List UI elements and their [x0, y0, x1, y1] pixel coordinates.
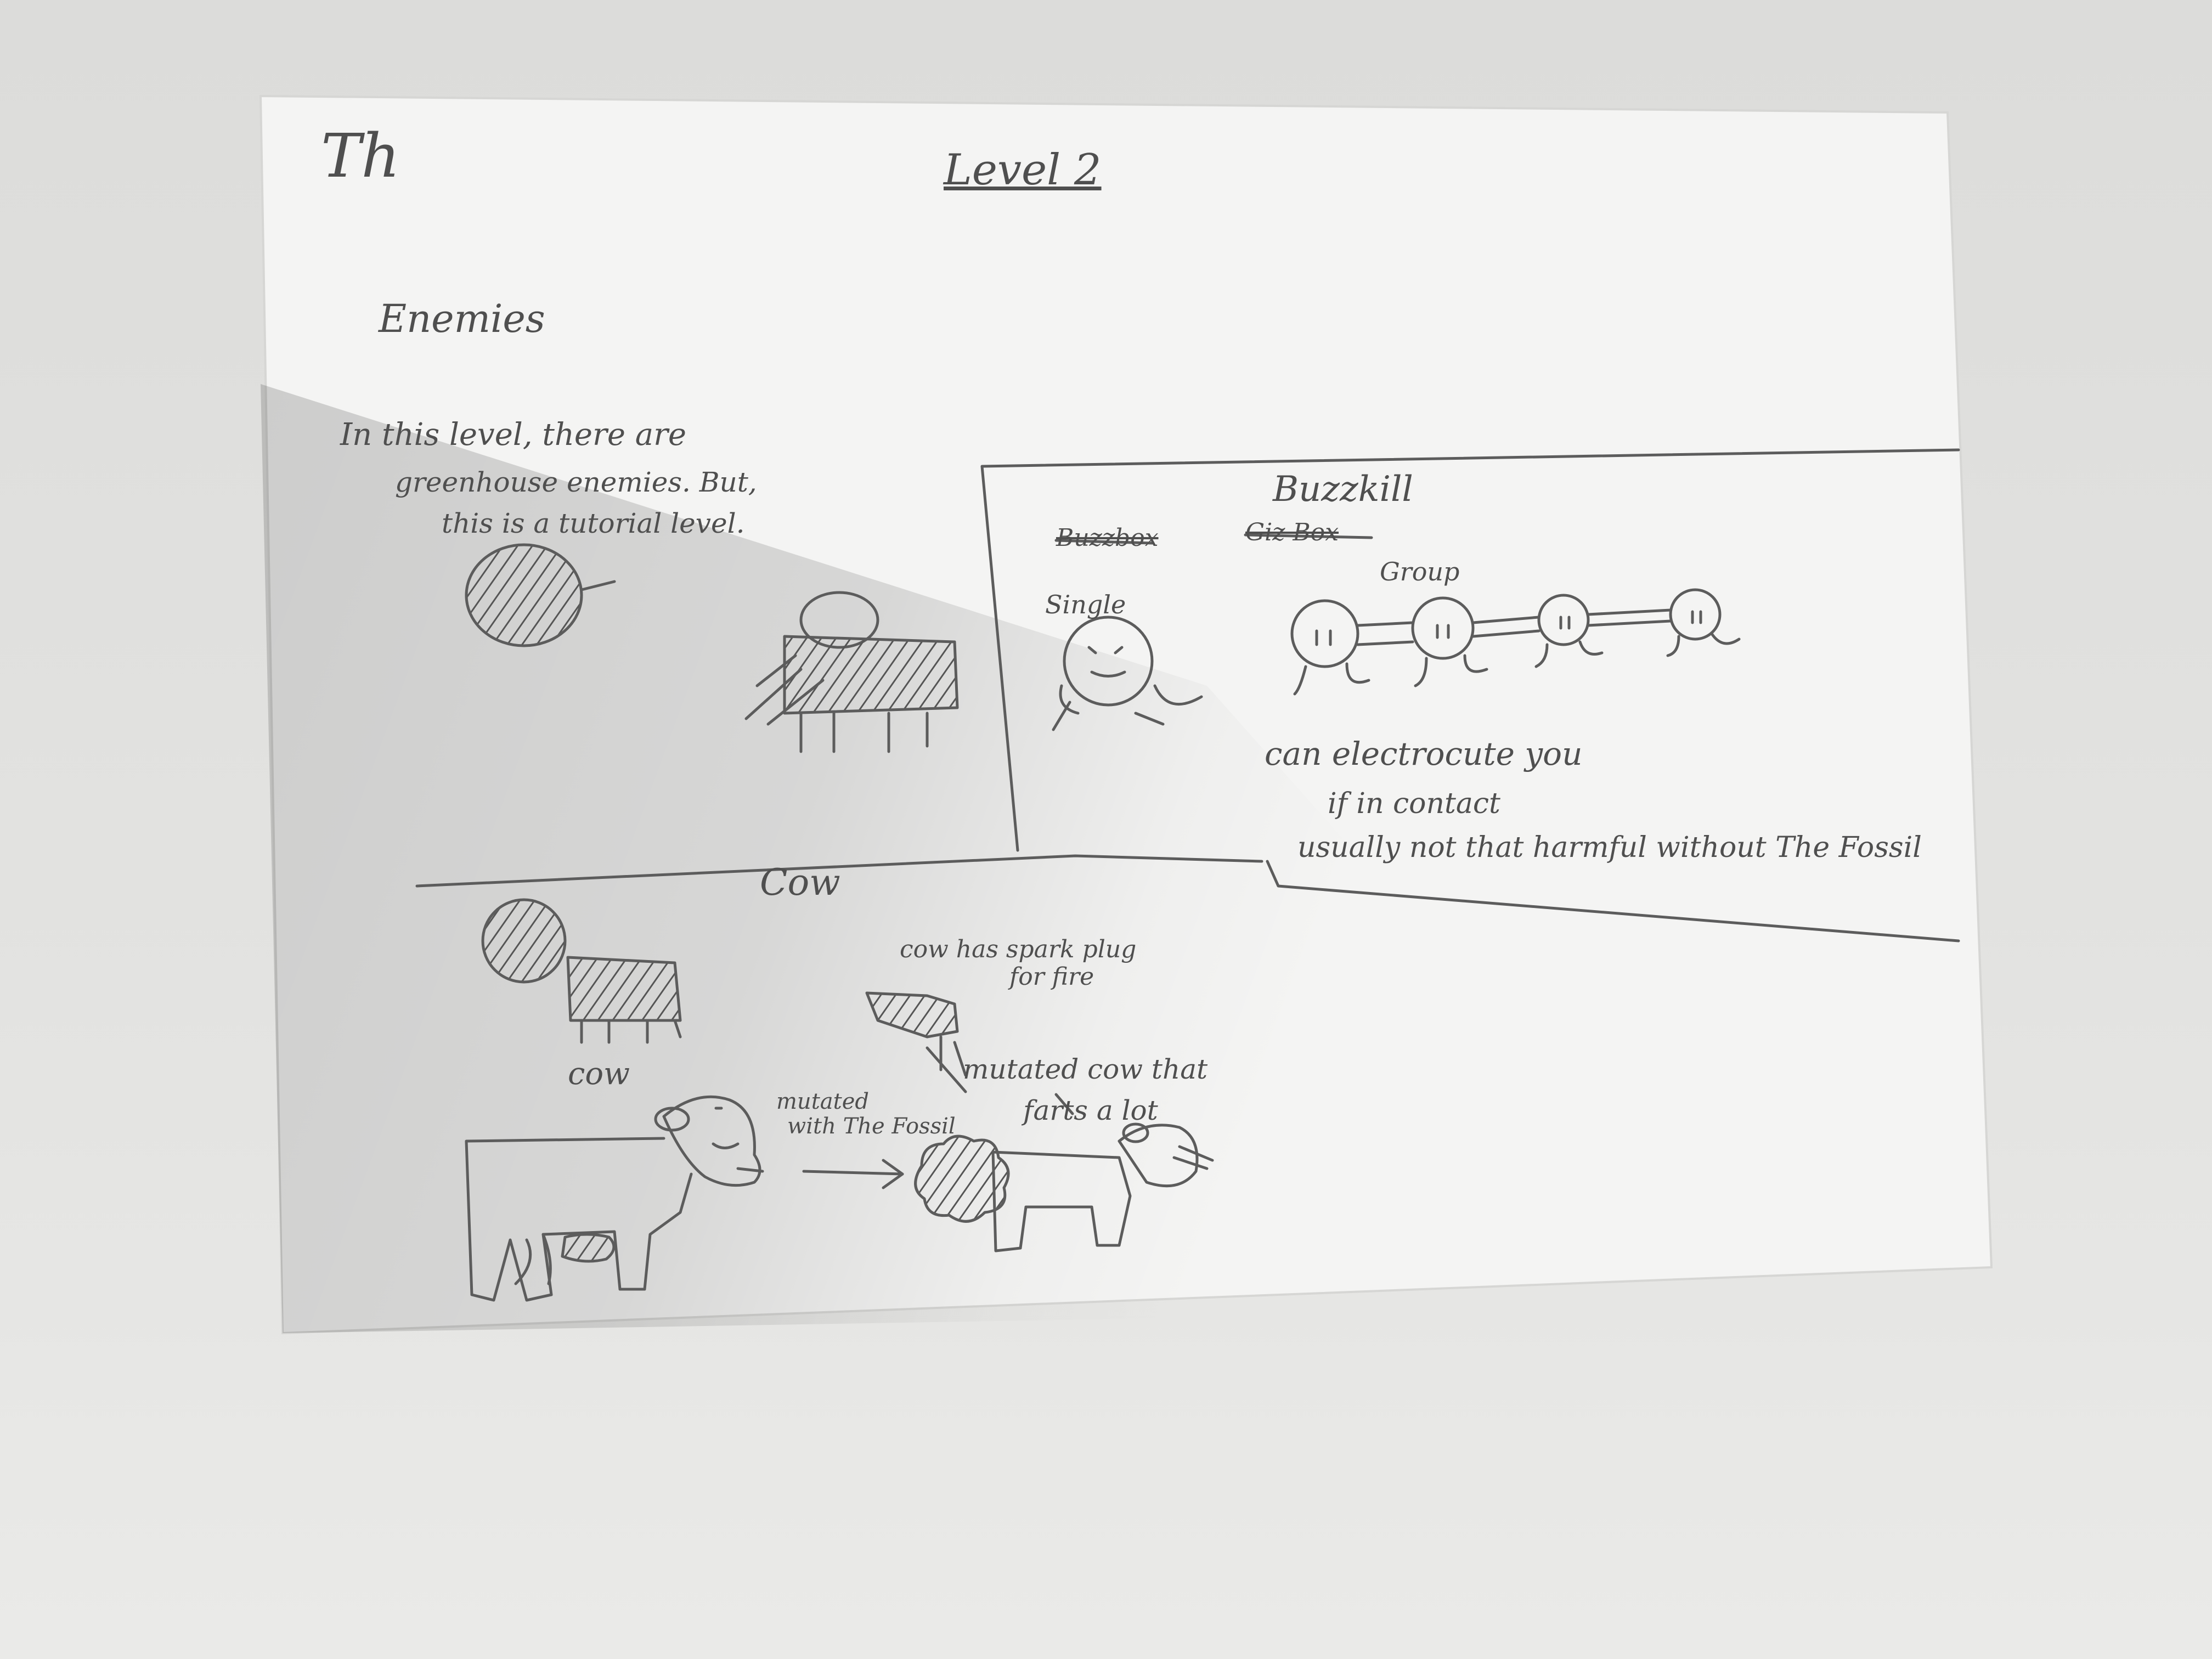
intro-line-1: In this level, there are: [340, 417, 687, 453]
strike-buzzbox: [1054, 539, 1154, 545]
cow-title: Cow: [760, 861, 840, 904]
intro-line-3: this is a tutorial level.: [442, 507, 745, 539]
cow-hatched-sketch: [481, 898, 682, 1044]
initials: Th: [321, 121, 400, 191]
mutated-cow-sketch: [991, 1093, 1214, 1252]
greenhouse-ball-sketch: [465, 543, 616, 647]
buzzkill-single-label: Single: [1045, 590, 1126, 619]
buzzkill-title: Buzzkill: [1273, 469, 1413, 510]
buzzkill-panel-border: [980, 448, 1960, 943]
buzzkill-note-2: if in contact: [1328, 787, 1500, 820]
mutation-arrow: [802, 1159, 904, 1189]
buzzkill-note-1: can electrocute you: [1265, 735, 1583, 772]
enemies-heading: Enemies: [379, 296, 545, 341]
cow-section-divider: [415, 854, 1263, 888]
buzzkill-struck-label-1: Buzzbox: [1056, 524, 1159, 552]
mutated-cow-note-line-1: mutated cow that: [963, 1053, 1208, 1085]
intro-line-2: greenhouse enemies. But,: [395, 466, 757, 498]
buzzkill-group-label: Group: [1380, 557, 1460, 586]
greenhouse-cow-sketch: [744, 591, 959, 753]
buzzkill-struck-label-2: Giz Box: [1245, 518, 1339, 546]
page-title: Level 2: [944, 145, 1102, 195]
buzzkill-note-3: usually not that harmful without The Fos…: [1297, 831, 1922, 864]
fart-cloud-sketch: [914, 1135, 1010, 1223]
mutated-cow-note-line-2: farts a lot: [1023, 1094, 1158, 1126]
cow-label: cow: [568, 1056, 630, 1092]
spark-plug-note-line-1: cow has spark plug: [900, 935, 1137, 963]
spark-plug-note-line-2: for fire: [1009, 963, 1094, 991]
spark-plug-sketch: [865, 991, 967, 1093]
buzzkill-single-sketch: [1052, 616, 1203, 731]
note-connector: [953, 1041, 967, 1077]
mutated-arrow-note-line-2: with The Fossil: [787, 1114, 956, 1139]
cow-line-drawing: [465, 1095, 764, 1302]
mutated-arrow-note-line-1: mutated: [776, 1089, 869, 1114]
buzzkill-group-sketch: [1290, 588, 1741, 696]
strike-gizbox: [1244, 533, 1373, 539]
